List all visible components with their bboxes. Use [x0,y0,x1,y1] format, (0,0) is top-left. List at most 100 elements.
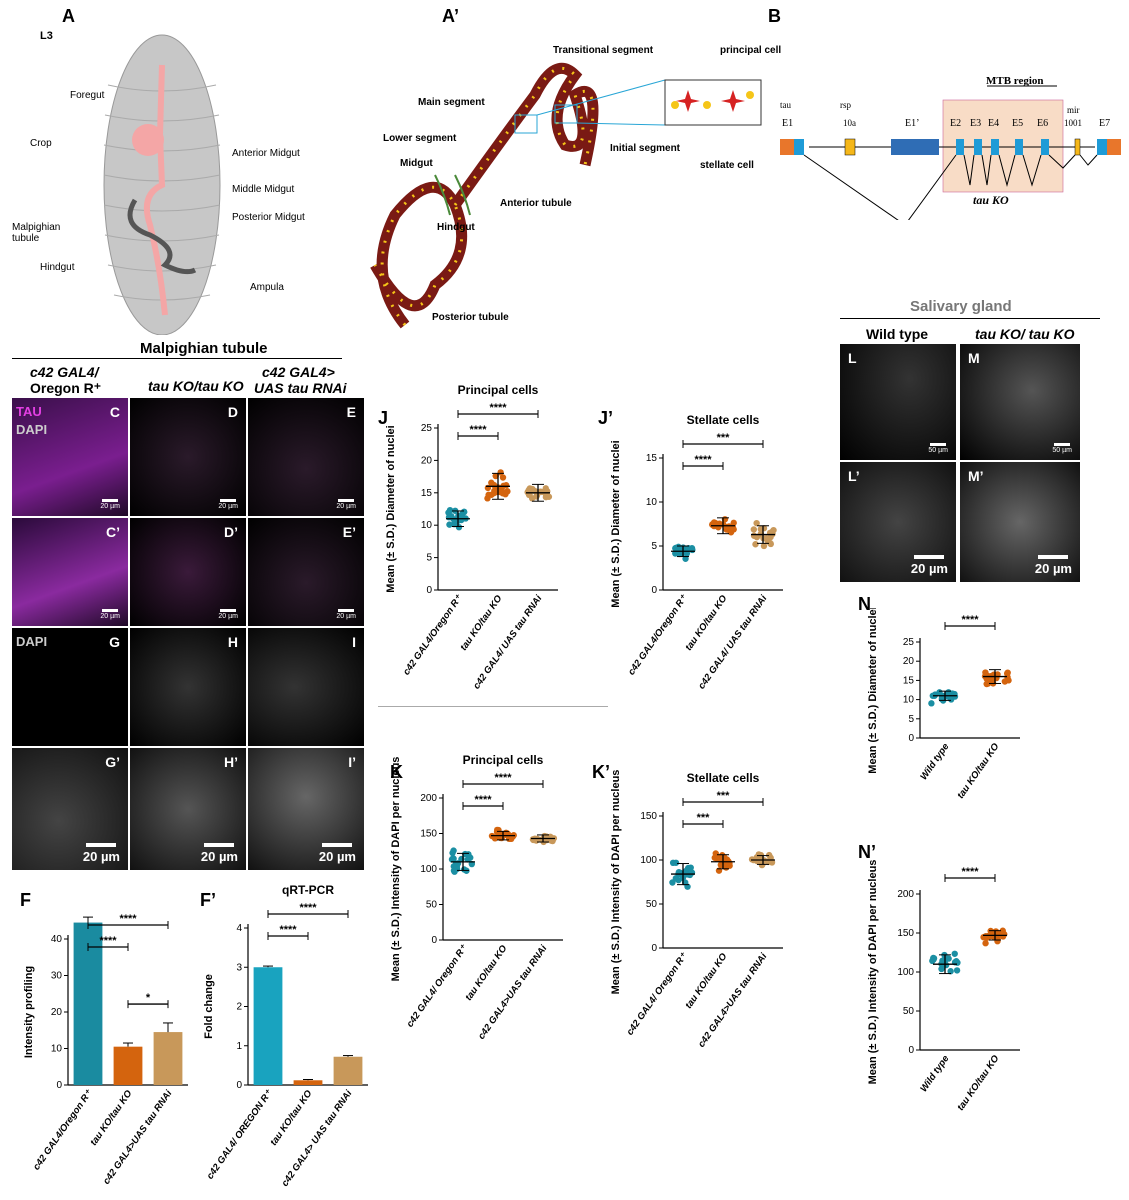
scale-bar-D: 20 µm [218,499,238,510]
significance-label: * [146,992,151,1004]
y-tick-label: 20 [51,1007,63,1018]
y-tick-label: 10 [646,497,658,508]
significance-label: **** [489,402,507,414]
x-tick-label: c42 GAL4/Oregon R⁺ [626,593,690,678]
data-point [527,485,534,492]
y-tick-label: 20 [421,455,433,466]
x-tick-label: c42 GAL4>UAS tau RNAi [476,943,550,1041]
label-anterior-tubule: Anterior tubule [500,198,572,209]
label-crop: Crop [30,138,52,149]
panel-label-N: N [858,594,871,614]
y-tick-label: 150 [640,811,657,822]
tubule-diagram [370,62,762,329]
panel-label-C-prime: C’ [106,524,120,540]
exon-E5-label: E5 [1012,118,1024,129]
label-stellate-cell: stellate cell [700,160,754,171]
data-point [988,677,995,684]
y-tick-label: 0 [426,585,432,596]
micrograph-E-prime: E’ 20 µm [248,518,364,626]
col3-header: c42 GAL4> [262,364,335,380]
y-tick-label: 0 [908,733,914,744]
x-tick-label: c42 GAL4/ Oregon R⁺ [625,951,690,1038]
cell-dot-2 [703,101,711,109]
data-point [497,469,504,476]
x-tick-label: c42 GAL4> UAS tau RNAi [280,1088,355,1189]
data-point [940,957,947,964]
data-point [945,689,952,696]
stellate-star-1 [676,90,700,112]
exon-E6 [1041,139,1049,155]
y-tick-label: 25 [421,423,433,434]
data-point [953,958,960,965]
exon-rsp-label: rsp [840,100,851,110]
exon-rsp [844,138,856,156]
y-tick-label: 40 [51,934,63,945]
cell-inset [664,79,762,126]
data-point [723,860,730,867]
exon-E1-a [780,139,794,155]
significance-label: **** [299,902,317,914]
x-tick-label: tau KO/tau KO [268,1088,315,1148]
data-point [492,472,499,480]
x-tick-label: c42 GAL4/ OREGON R⁺ [205,1088,275,1182]
data-point [446,521,453,528]
bar [153,1032,183,1085]
data-point [752,541,759,548]
chart-title: Stellate cells [687,771,760,785]
y-tick-label: 200 [897,889,914,900]
panel-label-K-prime: K’ [592,762,610,782]
y-tick-label: 25 [903,637,915,648]
exon-E7-b [1107,139,1121,155]
significance-label: **** [99,935,117,947]
midgut-hindgut-lines [434,174,471,216]
label-posterior-midgut: Posterior Midgut [232,212,305,223]
y-axis-label: Intensity profiling [23,966,35,1058]
chart-title: Principal cells [458,383,539,397]
data-point [672,859,680,866]
bar [333,1056,363,1085]
bar [293,1080,323,1085]
label-anterior-midgut: Anterior Midgut [232,148,300,159]
data-point [951,950,958,957]
zoom-box-1 [514,114,538,134]
y-tick-label: 5 [908,714,914,725]
micrograph-L-prime: L’ 20 µm [840,462,956,582]
x-tick-label: c42 GAL4/ Oregon R⁺ [405,943,470,1030]
splice-lines [803,154,1098,220]
label-lower-segment: Lower segment [383,133,457,144]
x-tick-label: c42 GAL4/Oregon R⁺ [401,593,465,678]
panel-label-G: G [109,634,120,650]
panel-label-D: D [227,404,238,420]
data-point [689,546,696,554]
data-point [928,700,935,707]
col1-header: c42 GAL4/ [30,364,99,380]
data-point [983,680,990,688]
scale-bar-H-prime: 20 µm [201,843,238,864]
micrograph-D-prime: D’ 20 µm [130,518,246,626]
data-point [753,519,760,527]
data-point [451,868,458,875]
scale-bar-M: 50 µm [1052,443,1072,454]
data-point [982,672,990,679]
y-tick-label: 15 [903,675,915,686]
exon-E2 [956,139,964,155]
y-tick-label: 100 [897,967,914,978]
data-point [938,965,945,973]
scale-bar-D-prime: 20 µm [218,609,238,620]
data-point [488,479,495,486]
x-tick-label: c42 GAL4>UAS tau RNAi [696,951,770,1049]
data-point [453,863,461,870]
tubule-cells [373,66,595,326]
y-tick-label: 3 [236,962,242,973]
cell-dot-3 [746,91,754,99]
y-tick-label: 0 [431,935,437,946]
label-main-segment: Main segment [418,97,485,108]
label-transitional: Transitional segment [553,45,654,56]
data-point [491,835,499,842]
y-tick-label: 2 [236,1002,242,1013]
micrograph-M-prime: M’ 20 µm [960,462,1080,582]
panel-label-D-prime: D’ [224,524,238,540]
bar [113,1046,143,1085]
exon-E3 [974,139,982,155]
data-point [540,836,548,843]
